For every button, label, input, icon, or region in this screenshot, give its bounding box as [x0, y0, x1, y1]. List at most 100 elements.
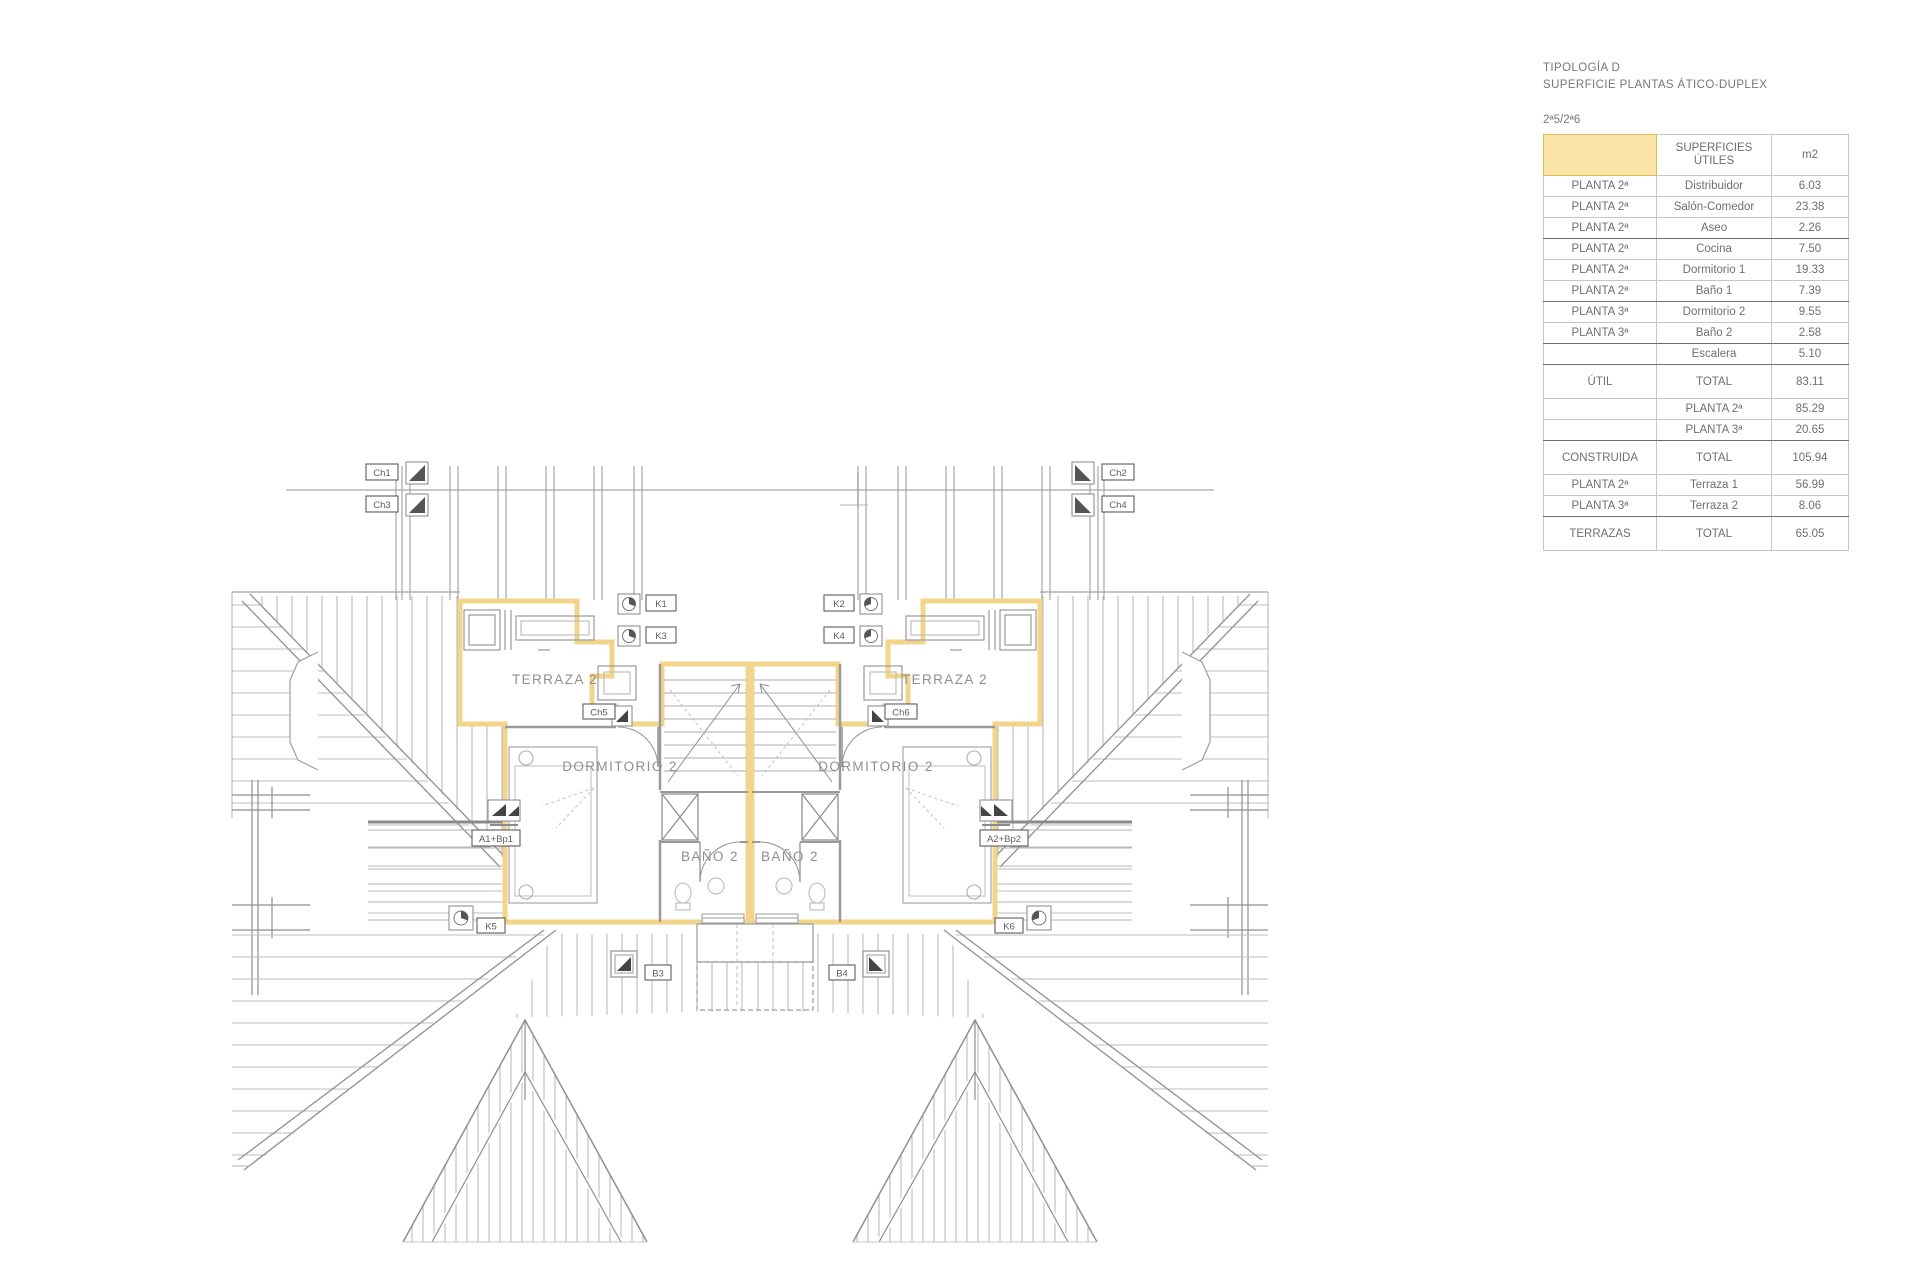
svg-text:K1: K1 [655, 599, 667, 610]
cell-room: Dormitorio 1 [1656, 259, 1772, 281]
cell-area: 9.55 [1771, 301, 1849, 323]
cell-floor: CONSTRUIDA [1543, 440, 1657, 475]
cell-floor: PLANTA 3ª [1543, 495, 1657, 517]
tag-b3: B3 [644, 964, 672, 981]
svg-text:B4: B4 [836, 969, 848, 980]
header-m2: m2 [1771, 134, 1849, 176]
cell-area: 2.26 [1771, 217, 1849, 239]
cell-floor: PLANTA 2ª [1543, 217, 1657, 239]
cell-floor [1543, 398, 1657, 420]
cell-area: 20.65 [1771, 419, 1849, 441]
tag-ch2: Ch2 [1101, 463, 1135, 481]
cell-room: Cocina [1656, 238, 1772, 260]
cell-room: Distribuidor [1656, 175, 1772, 197]
cell-floor: PLANTA 2ª [1543, 259, 1657, 281]
cell-area: 5.10 [1771, 343, 1849, 365]
svg-text:A2+Bp2: A2+Bp2 [987, 834, 1021, 845]
cell-area: 105.94 [1771, 440, 1849, 475]
tag-k1: K1 [645, 594, 677, 612]
skylight-dashed [696, 961, 814, 1011]
tag-a2: A2+Bp2 [979, 829, 1029, 847]
room-label-terraza-left: TERRAZA 2 [512, 672, 598, 687]
cell-room: Escalera [1656, 343, 1772, 365]
cell-area: 7.39 [1771, 280, 1849, 302]
cell-room: Salón-Comedor [1656, 196, 1772, 218]
cell-floor: PLANTA 3ª [1543, 322, 1657, 344]
cell-area: 6.03 [1771, 175, 1849, 197]
svg-text:B3: B3 [652, 969, 664, 980]
cell-room: Baño 1 [1656, 280, 1772, 302]
cell-room: PLANTA 2ª [1656, 398, 1772, 420]
tag-a1: A1+Bp1 [471, 829, 521, 847]
cell-floor: PLANTA 2ª [1543, 474, 1657, 496]
plan-right-half [752, 462, 1268, 1242]
header-highlight-cell [1543, 134, 1657, 176]
tag-k6: K6 [994, 917, 1024, 934]
cell-floor [1543, 419, 1657, 441]
cell-floor: PLANTA 2ª [1543, 238, 1657, 260]
svg-text:K2: K2 [833, 599, 845, 610]
svg-text:Ch5: Ch5 [590, 708, 607, 719]
cell-room: Baño 2 [1656, 322, 1772, 344]
header-superficies-line2: ÚTILES [1693, 155, 1735, 167]
svg-text:K6: K6 [1003, 922, 1015, 933]
panel-title-line2: SUPERFICIE PLANTAS ÁTICO-DUPLEX [1543, 79, 1768, 91]
cell-area: 19.33 [1771, 259, 1849, 281]
svg-text:Ch2: Ch2 [1109, 468, 1126, 479]
cell-area: 23.38 [1771, 196, 1849, 218]
svg-text:Ch1: Ch1 [373, 468, 390, 479]
cell-floor: PLANTA 3ª [1543, 301, 1657, 323]
plan-left-half [232, 462, 748, 1242]
cell-room: Terraza 2 [1656, 495, 1772, 517]
table-header-row: SUPERFICIES ÚTILES m2 [1543, 134, 1849, 176]
tag-k3: K3 [645, 626, 677, 644]
tag-k5: K5 [476, 917, 506, 934]
tag-ch6: Ch6 [884, 703, 918, 720]
cell-floor: PLANTA 2ª [1543, 196, 1657, 218]
svg-text:Ch4: Ch4 [1109, 500, 1126, 511]
cell-room: Dormitorio 2 [1656, 301, 1772, 323]
cell-area: 85.29 [1771, 398, 1849, 420]
cell-floor: TERRAZAS [1543, 516, 1657, 551]
room-label-bano-right: BAÑO 2 [761, 849, 819, 864]
cell-area: 2.58 [1771, 322, 1849, 344]
tag-k4: K4 [823, 626, 855, 644]
cell-floor [1543, 343, 1657, 365]
panel-units-label: 2ª5/2ª6 [1543, 114, 1581, 126]
svg-text:Ch6: Ch6 [892, 708, 909, 719]
tag-ch4: Ch4 [1101, 495, 1135, 513]
cell-floor: PLANTA 2ª [1543, 280, 1657, 302]
tag-ch3: Ch3 [365, 495, 399, 513]
cell-area: 56.99 [1771, 474, 1849, 496]
room-label-bano-left: BAÑO 2 [681, 849, 739, 864]
panel-title-line1: TIPOLOGÍA D [1543, 62, 1621, 74]
cell-area: 65.05 [1771, 516, 1849, 551]
header-superficies-line1: SUPERFICIES [1675, 142, 1753, 154]
svg-text:K5: K5 [485, 922, 497, 933]
svg-text:K3: K3 [655, 631, 667, 642]
cell-floor: PLANTA 2ª [1543, 175, 1657, 197]
cell-room: PLANTA 3ª [1656, 419, 1772, 441]
svg-text:K4: K4 [833, 631, 845, 642]
tag-b4: B4 [828, 964, 856, 981]
cell-room: Aseo [1656, 217, 1772, 239]
room-label-dormitorio-right: DORMITORIO 2 [818, 759, 934, 774]
cell-room: TOTAL [1656, 440, 1772, 475]
tag-k2: K2 [823, 594, 855, 612]
